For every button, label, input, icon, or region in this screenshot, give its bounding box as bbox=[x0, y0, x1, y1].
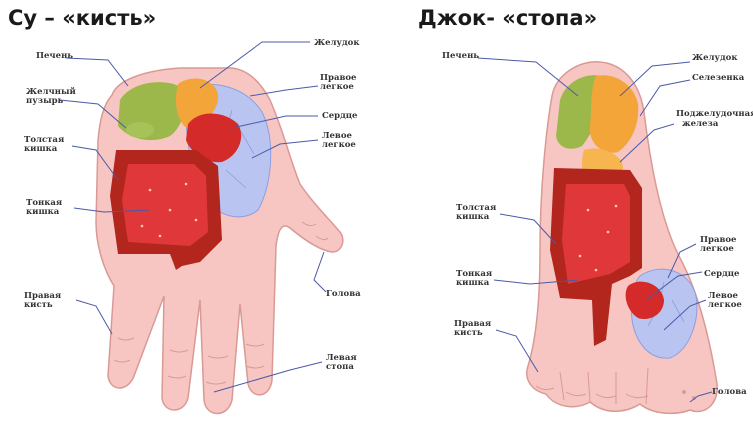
hand-label-heart: Сердце bbox=[322, 111, 358, 121]
hand-label-left-foot-2: стопа bbox=[326, 362, 354, 372]
hand-label-large-intestine-2: кишка bbox=[24, 144, 58, 154]
foot-label-stomach: Желудок bbox=[692, 53, 738, 63]
hand-label-right-lung-2: легкое bbox=[320, 82, 354, 92]
hand-small-intestine bbox=[122, 164, 208, 246]
foot-label-right-hand-2: кисть bbox=[454, 328, 483, 338]
hand-gallbladder bbox=[126, 122, 154, 138]
hand-diagram bbox=[96, 68, 343, 414]
hand-label-small-intestine-2: кишка bbox=[26, 207, 60, 217]
hand-label-head: Голова bbox=[326, 289, 361, 299]
foot-label-right-lung-2: легкое bbox=[700, 244, 734, 254]
foot-label-small-intestine-2: кишка bbox=[456, 278, 490, 288]
foot-label-head: Голова bbox=[712, 387, 747, 397]
foot-label-left-lung-2: легкое bbox=[708, 300, 742, 310]
foot-label-pancreas-2: железа bbox=[682, 119, 719, 129]
foot-label-large-intestine-2: кишка bbox=[456, 212, 490, 222]
hand-label-stomach: Желудок bbox=[314, 38, 360, 48]
hand-label-liver: Печень bbox=[36, 51, 73, 61]
foot-label-liver: Печень bbox=[442, 51, 479, 61]
hand-label-right-foot-2: кисть bbox=[24, 300, 53, 310]
foot-big-toe-dot bbox=[682, 390, 686, 394]
foot-label-pancreas-1: Поджелудочная bbox=[676, 109, 753, 119]
foot-label-heart: Сердце bbox=[704, 269, 740, 279]
hand-label-gallbladder-2: пузырь bbox=[26, 96, 64, 106]
foot-label-spleen: Селезенка bbox=[692, 73, 745, 83]
hand-label-left-lung-2: легкое bbox=[322, 140, 356, 150]
